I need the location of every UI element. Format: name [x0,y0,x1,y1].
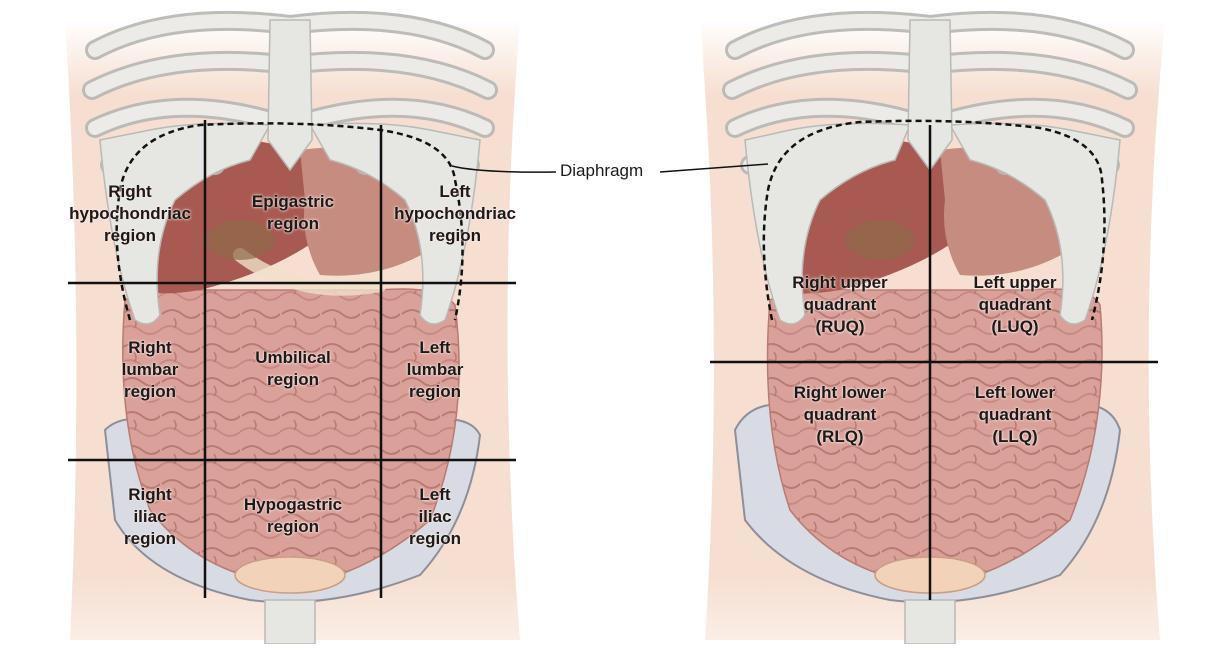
region-left-lumbar: Left lumbar region [406,338,464,401]
quadrant-luq: Left upper quadrant (LUQ) [973,273,1057,336]
region-right-iliac: Right iliac region [124,485,176,548]
quadrant-ruq: Right upper quadrant (RUQ) [792,273,888,336]
quadrant-llq: Left lower quadrant (LLQ) [974,383,1056,446]
diaphragm-leader-lines [451,163,769,173]
region-umbilical: Umbilical region [255,348,331,389]
region-right-lumbar: Right lumbar region [121,338,179,401]
region-hypogastric: Hypogastric region [243,495,343,536]
region-epigastric: Epigastric region [251,192,335,233]
quadrant-rlq: Right lower quadrant (RLQ) [793,383,887,446]
diaphragm-callout: Diaphragm [556,161,648,181]
region-right-hypochondriac: Right hypochondriac region [69,182,191,245]
left-torso [65,10,520,645]
region-left-iliac: Left iliac region [409,485,461,548]
right-torso [700,10,1165,645]
region-left-hypochondriac: Left hypochondriac region [394,182,516,245]
